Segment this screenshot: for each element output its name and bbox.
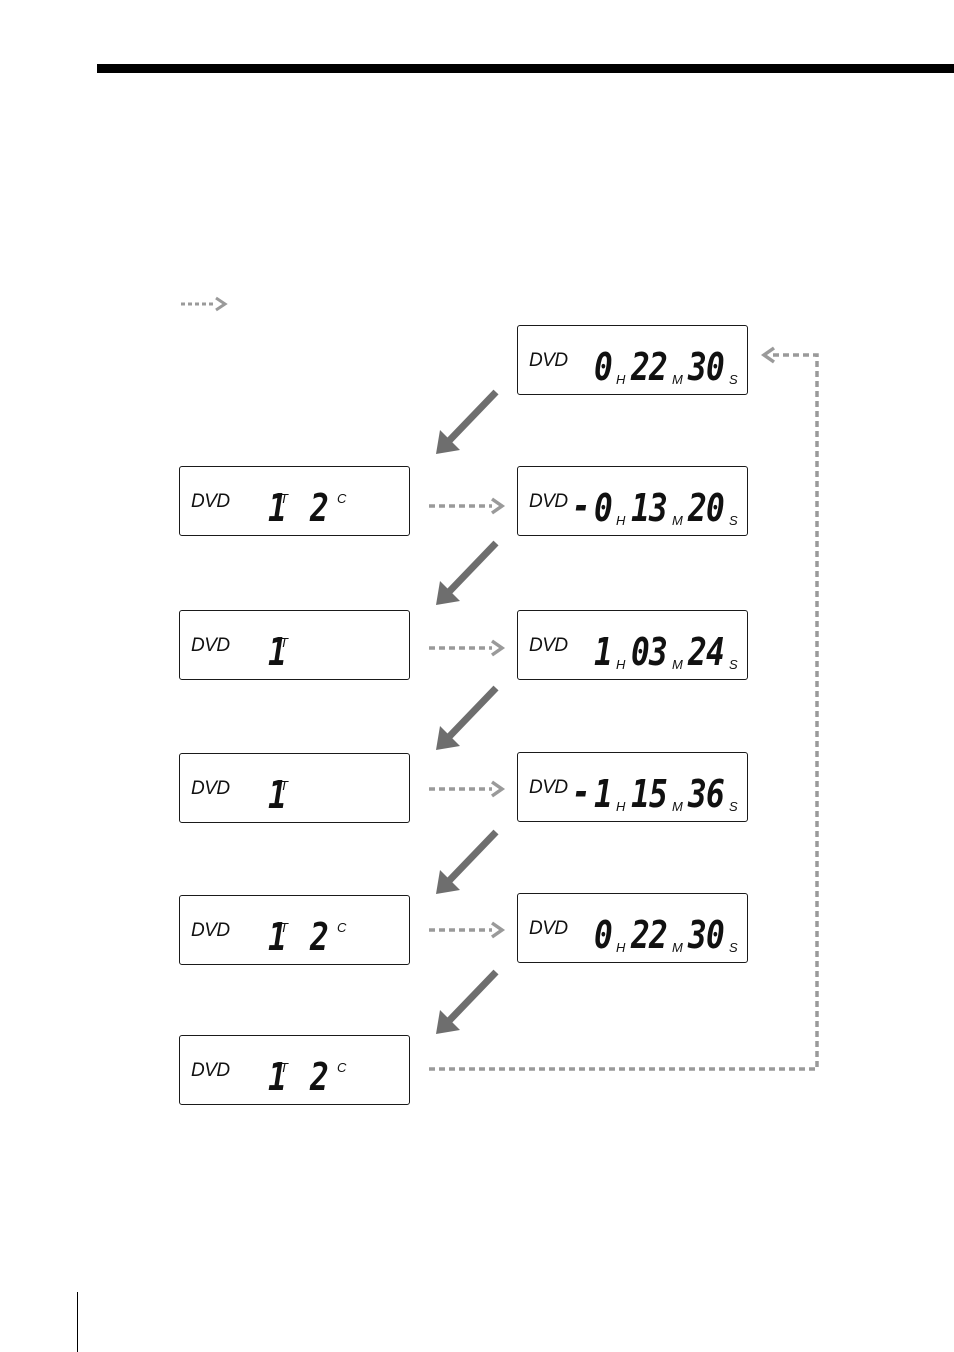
title-number: 1 — [268, 630, 287, 674]
title-number: 1 — [268, 915, 287, 959]
title-unit: T — [280, 491, 288, 506]
chapter-number: 2 — [310, 915, 329, 959]
title-number: 1 — [268, 486, 287, 530]
dvd-label: DVD — [191, 778, 230, 799]
minutes-value: 03 — [631, 630, 668, 674]
seconds-value: 30 — [688, 913, 725, 957]
seconds-unit: S — [729, 657, 738, 672]
chapter-number: 2 — [310, 1055, 329, 1099]
minutes-value: 22 — [631, 913, 668, 957]
diagonal-arrowhead-3 — [436, 726, 460, 750]
hours-value: 0 — [594, 345, 613, 389]
dashed-arrowhead-2 — [490, 639, 506, 657]
time-display-2: DVD - 0 H 13 M 20 S — [517, 466, 748, 536]
time-display-4: DVD - 1 H 15 M 36 S — [517, 752, 748, 822]
dashed-arrowhead-3 — [490, 780, 506, 798]
seconds-unit: S — [729, 372, 738, 387]
seconds-value: 30 — [688, 345, 725, 389]
dvd-label: DVD — [529, 491, 568, 512]
minutes-unit: M — [672, 513, 683, 528]
seconds-unit: S — [729, 513, 738, 528]
loop-back-arrowhead — [760, 346, 776, 364]
seconds-value: 20 — [688, 486, 725, 530]
loop-back-arrow — [429, 353, 819, 1071]
hours-value: 1 — [594, 630, 613, 674]
title-chapter-display-3: DVD 1 T — [179, 753, 410, 823]
dashed-arrowhead-4 — [490, 921, 506, 939]
title-chapter-display-1: DVD 1 T 2 C — [179, 466, 410, 536]
minutes-value: 22 — [631, 345, 668, 389]
title-chapter-display-4: DVD 1 T 2 C — [179, 895, 410, 965]
title-unit: T — [280, 1060, 288, 1075]
seconds-unit: S — [729, 940, 738, 955]
hours-unit: H — [616, 799, 626, 814]
chapter-unit: C — [337, 1060, 347, 1075]
minus-sign: - — [572, 484, 591, 528]
dvd-label: DVD — [191, 1060, 230, 1081]
hours-value: 0 — [594, 913, 613, 957]
seconds-unit: S — [729, 799, 738, 814]
diagonal-arrow-2 — [443, 540, 499, 598]
diagonal-arrowhead-5 — [436, 1010, 460, 1034]
dvd-label: DVD — [529, 777, 568, 798]
header-rule — [97, 64, 954, 73]
dvd-label: DVD — [529, 350, 568, 371]
minus-sign: - — [572, 770, 591, 814]
title-number: 1 — [268, 1055, 287, 1099]
hours-unit: H — [616, 940, 626, 955]
hours-value: 0 — [594, 486, 613, 530]
title-unit: T — [280, 778, 288, 793]
title-unit: T — [280, 920, 288, 935]
time-display-5: DVD 0 H 22 M 30 S — [517, 893, 748, 963]
diagonal-arrow-1 — [443, 389, 499, 447]
dvd-label: DVD — [529, 635, 568, 656]
hours-unit: H — [616, 513, 626, 528]
diagonal-arrowhead-4 — [436, 870, 460, 894]
time-display-3: DVD 1 H 03 M 24 S — [517, 610, 748, 680]
hours-unit: H — [616, 372, 626, 387]
time-display-1: DVD 0 H 22 M 30 S — [517, 325, 748, 395]
title-unit: T — [280, 635, 288, 650]
chapter-number: 2 — [310, 486, 329, 530]
dvd-label: DVD — [191, 491, 230, 512]
seconds-value: 36 — [688, 772, 725, 816]
hours-value: 1 — [594, 772, 613, 816]
title-chapter-display-5: DVD 1 T 2 C — [179, 1035, 410, 1105]
chapter-unit: C — [337, 920, 347, 935]
minutes-unit: M — [672, 372, 683, 387]
minutes-unit: M — [672, 657, 683, 672]
page-margin-line — [77, 1292, 78, 1352]
diagonal-arrowhead-2 — [436, 581, 460, 605]
title-chapter-display-2: DVD 1 T — [179, 610, 410, 680]
dvd-label: DVD — [191, 635, 230, 656]
minutes-unit: M — [672, 799, 683, 814]
dvd-label: DVD — [529, 918, 568, 939]
chapter-unit: C — [337, 491, 347, 506]
dashed-arrow-icon — [181, 296, 228, 312]
dvd-label: DVD — [191, 920, 230, 941]
dashed-arrowhead-1 — [490, 497, 506, 515]
diagonal-arrow-5 — [443, 969, 499, 1027]
diagonal-arrowhead-1 — [436, 430, 460, 454]
minutes-value: 15 — [631, 772, 668, 816]
diagonal-arrow-3 — [443, 685, 499, 743]
minutes-unit: M — [672, 940, 683, 955]
minutes-value: 13 — [631, 486, 668, 530]
diagonal-arrow-4 — [443, 829, 499, 887]
seconds-value: 24 — [688, 630, 725, 674]
hours-unit: H — [616, 657, 626, 672]
title-number: 1 — [268, 773, 287, 817]
